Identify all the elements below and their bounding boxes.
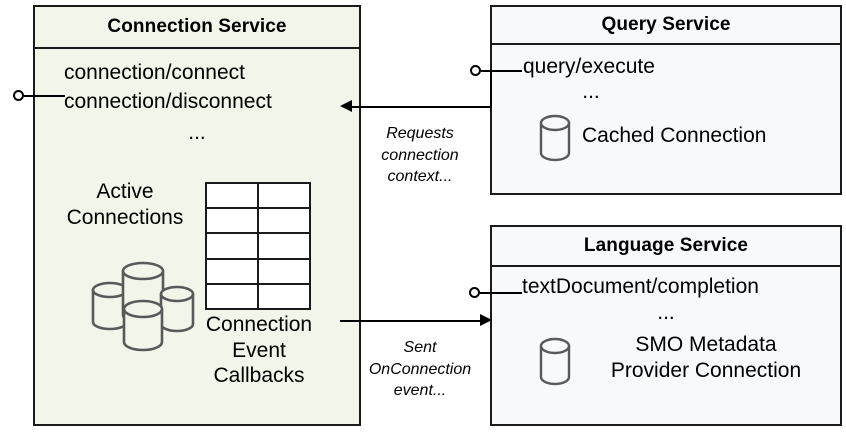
edge-label-line2: connection (381, 146, 459, 164)
table-cell (259, 285, 309, 308)
language-service-body: textDocument/completion ... SMO Metadata… (492, 267, 840, 424)
smo-metadata-provider-label: SMO Metadata Provider Connection (580, 332, 832, 383)
connection-service-body: connection/connect connection/disconnect… (35, 49, 359, 424)
callbacks-label-line1: Connection (205, 313, 313, 336)
edge-label-line3: event... (393, 382, 447, 400)
lollipop-stem (480, 292, 522, 294)
table-row (207, 284, 309, 309)
edge-label-line2: OnConnection (368, 360, 472, 378)
table-cell (259, 260, 309, 283)
smo-label-line2: Provider Connection (610, 358, 802, 382)
table-cell (207, 259, 259, 283)
table-row (207, 184, 309, 210)
component-connection-service[interactable]: Connection Service connection/connect co… (33, 5, 361, 426)
table-cell (207, 234, 259, 258)
query-service-api-execute: query/execute (523, 55, 655, 78)
lollipop-circle-icon (470, 65, 481, 76)
table-cell (207, 184, 259, 208)
table-cell (207, 284, 259, 309)
table-cell (207, 209, 259, 233)
query-service-title: Query Service (492, 7, 840, 45)
table-cell (259, 184, 309, 207)
active-connections-label-line1: Active (96, 180, 154, 203)
table-row (207, 209, 309, 235)
database-cluster-icon (91, 261, 195, 352)
table-row (207, 234, 309, 260)
query-service-interface-lollipop[interactable] (470, 65, 522, 76)
lollipop-circle-icon (469, 287, 480, 298)
connection-event-callbacks-label: Connection Event Callbacks (180, 312, 338, 389)
table-grid-icon (205, 182, 311, 310)
callbacks-label-line3: Callbacks (213, 364, 305, 388)
connection-service-api-connect: connection/connect (64, 61, 245, 84)
connection-service-api-disconnect: connection/disconnect (64, 90, 272, 113)
smo-label-line1: SMO Metadata (635, 333, 777, 356)
edge-label-sent-onconnection-event: Sent OnConnection event... (355, 337, 485, 402)
component-language-service[interactable]: Language Service textDocument/completion… (490, 225, 842, 426)
edge-label-line1: Sent (403, 339, 437, 356)
lollipop-stem (24, 95, 65, 97)
lollipop-circle-icon (13, 90, 24, 101)
edge-query-to-connection-horizontal (352, 106, 492, 108)
edge-query-to-connection-arrowhead (340, 100, 352, 112)
connection-service-title: Connection Service (35, 7, 359, 49)
lollipop-stem (481, 70, 522, 72)
database-cylinder-icon (539, 114, 571, 162)
active-connections-label-line2: Connections (66, 205, 184, 229)
edge-query-to-connection-vertical (490, 71, 492, 107)
language-service-api-completion: textDocument/completion (522, 275, 759, 298)
connection-service-api-ellipsis: ... (188, 121, 206, 144)
language-service-interface-lollipop[interactable] (469, 287, 522, 298)
language-service-title: Language Service (492, 227, 840, 267)
edge-label-requests-connection-context: Requests connection context... (355, 123, 485, 188)
database-cylinder-icon (539, 337, 571, 386)
table-row (207, 259, 309, 285)
edge-connection-to-language-arrowhead (480, 314, 492, 326)
cached-connection-label: Cached Connection (582, 124, 767, 147)
callbacks-label-line2: Event (232, 338, 286, 362)
query-service-body: query/execute ... Cached Connection (492, 45, 840, 193)
query-service-api-ellipsis: ... (582, 80, 600, 103)
active-connections-label: Active Connections (45, 179, 205, 230)
table-cell (259, 209, 309, 232)
edge-label-line3: context... (387, 168, 453, 186)
edge-label-line1: Requests (386, 125, 454, 142)
connection-service-interface-lollipop[interactable] (13, 90, 65, 101)
edge-connection-to-language-horizontal (340, 320, 482, 322)
table-cell (259, 234, 309, 257)
language-service-api-ellipsis: ... (657, 301, 675, 324)
component-query-service[interactable]: Query Service query/execute ... Cached C… (490, 5, 842, 195)
